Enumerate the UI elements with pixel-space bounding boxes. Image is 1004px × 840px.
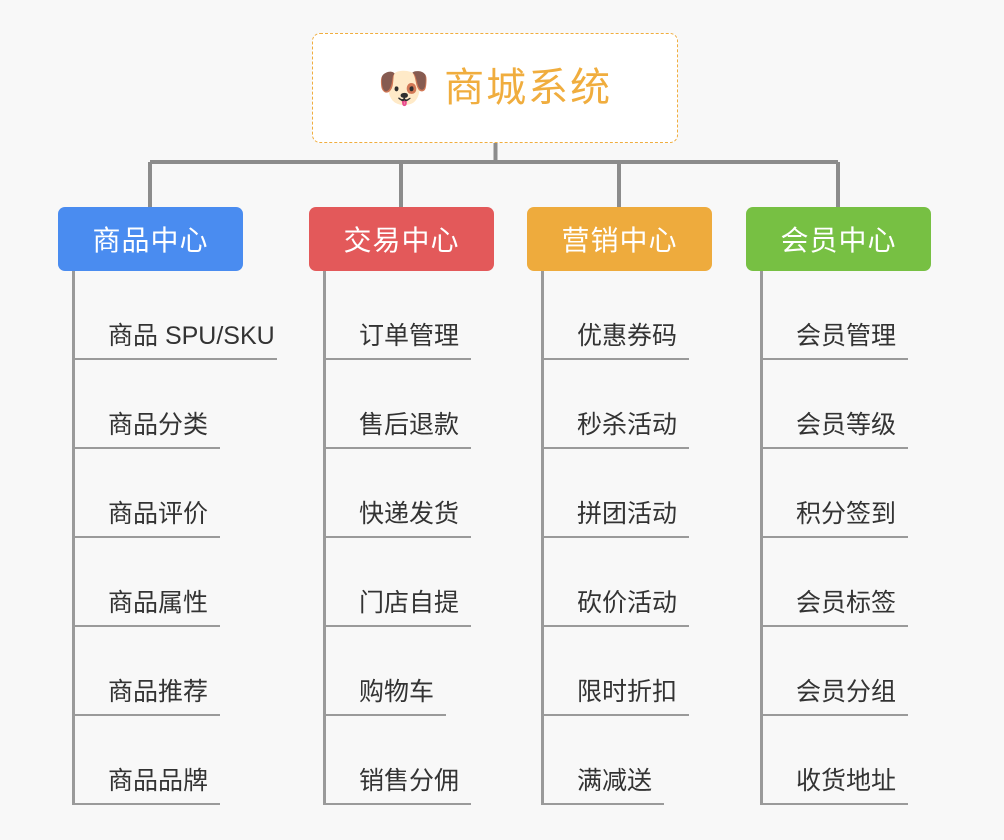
branch-header-products[interactable]: 商品中心	[58, 207, 243, 271]
dog-face-icon: 🐶	[377, 64, 431, 111]
list-item[interactable]: 秒杀活动	[541, 360, 712, 449]
list-item[interactable]: 商品分类	[72, 360, 289, 449]
leaf-label: 商品品牌	[108, 767, 209, 795]
list-item[interactable]: 拼团活动	[541, 449, 712, 538]
leaf-label: 满减送	[577, 767, 653, 795]
list-item[interactable]: 商品 SPU/SKU	[72, 271, 289, 360]
list-item[interactable]: 商品推荐	[72, 627, 289, 716]
list-item[interactable]: 订单管理	[323, 271, 494, 360]
leaf-label: 限时折扣	[577, 678, 678, 706]
list-item[interactable]: 会员分组	[760, 627, 931, 716]
leaf-underline	[760, 803, 908, 805]
leaf-label: 销售分佣	[359, 767, 460, 795]
leaf-underline	[72, 714, 220, 716]
list-item[interactable]: 会员等级	[760, 360, 931, 449]
leaf-label: 售后退款	[359, 411, 460, 439]
branch-label-products: 商品中心	[92, 225, 209, 256]
leaf-label: 收货地址	[796, 767, 897, 795]
branch-products: 商品中心 商品 SPU/SKU 商品分类 商品评价 商品属性 商品推荐	[58, 207, 289, 805]
leaf-underline	[541, 447, 689, 449]
leaf-label: 会员等级	[796, 411, 897, 439]
leaf-underline	[72, 447, 220, 449]
leaf-label: 积分签到	[796, 500, 897, 528]
leaf-label: 秒杀活动	[577, 411, 678, 439]
leaf-underline	[323, 358, 471, 360]
leaf-underline	[72, 625, 220, 627]
leaf-underline	[323, 714, 446, 716]
leaf-underline	[541, 803, 664, 805]
branch-items-member: 会员管理 会员等级 积分签到 会员标签 会员分组 收货地址	[746, 271, 931, 805]
list-item[interactable]: 购物车	[323, 627, 494, 716]
branch-spine	[72, 271, 75, 805]
branch-header-trade[interactable]: 交易中心	[309, 207, 494, 271]
branch-items-marketing: 优惠券码 秒杀活动 拼团活动 砍价活动 限时折扣 满减送	[527, 271, 712, 805]
root-title: 商城系统	[444, 66, 613, 110]
list-item[interactable]: 商品评价	[72, 449, 289, 538]
list-item[interactable]: 快递发货	[323, 449, 494, 538]
list-item[interactable]: 限时折扣	[541, 627, 712, 716]
leaf-label: 商品 SPU/SKU	[108, 322, 275, 350]
leaf-label: 订单管理	[359, 322, 460, 350]
branch-label-trade: 交易中心	[343, 225, 460, 256]
leaf-underline	[323, 447, 471, 449]
leaf-underline	[760, 447, 908, 449]
leaf-label: 砍价活动	[577, 589, 678, 617]
list-item[interactable]: 优惠券码	[541, 271, 712, 360]
leaf-label: 会员管理	[796, 322, 897, 350]
branch-label-member: 会员中心	[780, 225, 897, 256]
list-item[interactable]: 商品属性	[72, 538, 289, 627]
leaf-label: 商品推荐	[108, 678, 209, 706]
leaf-underline	[760, 714, 908, 716]
list-item[interactable]: 收货地址	[760, 716, 931, 805]
list-item[interactable]: 会员管理	[760, 271, 931, 360]
branch-marketing: 营销中心 优惠券码 秒杀活动 拼团活动 砍价活动 限时折扣	[527, 207, 712, 805]
leaf-label: 会员标签	[796, 589, 897, 617]
branch-items-trade: 订单管理 售后退款 快递发货 门店自提 购物车 销售分佣	[309, 271, 494, 805]
leaf-underline	[323, 803, 471, 805]
branch-header-marketing[interactable]: 营销中心	[527, 207, 712, 271]
leaf-underline	[72, 358, 277, 360]
root-node[interactable]: 🐶 商城系统	[312, 33, 678, 143]
list-item[interactable]: 满减送	[541, 716, 712, 805]
leaf-label: 商品评价	[108, 500, 209, 528]
list-item[interactable]: 积分签到	[760, 449, 931, 538]
branch-trade: 交易中心 订单管理 售后退款 快递发货 门店自提 购物车	[309, 207, 494, 805]
list-item[interactable]: 销售分佣	[323, 716, 494, 805]
branch-items-products: 商品 SPU/SKU 商品分类 商品评价 商品属性 商品推荐 商品品牌	[58, 271, 289, 805]
list-item[interactable]: 会员标签	[760, 538, 931, 627]
leaf-underline	[760, 358, 908, 360]
leaf-underline	[760, 536, 908, 538]
leaf-underline	[323, 536, 471, 538]
leaf-label: 会员分组	[796, 678, 897, 706]
leaf-underline	[323, 625, 471, 627]
leaf-label: 购物车	[359, 678, 435, 706]
leaf-underline	[541, 536, 689, 538]
branch-header-member[interactable]: 会员中心	[746, 207, 931, 271]
leaf-label: 商品属性	[108, 589, 209, 617]
branch-spine	[323, 271, 326, 805]
leaf-label: 商品分类	[108, 411, 209, 439]
branch-member: 会员中心 会员管理 会员等级 积分签到 会员标签 会员分组	[746, 207, 931, 805]
list-item[interactable]: 商品品牌	[72, 716, 289, 805]
leaf-label: 优惠券码	[577, 322, 678, 350]
branch-label-marketing: 营销中心	[561, 225, 678, 256]
list-item[interactable]: 售后退款	[323, 360, 494, 449]
leaf-underline	[72, 803, 220, 805]
leaf-label: 快递发货	[359, 500, 460, 528]
list-item[interactable]: 门店自提	[323, 538, 494, 627]
leaf-underline	[541, 358, 689, 360]
leaf-label: 拼团活动	[577, 500, 678, 528]
leaf-underline	[72, 536, 220, 538]
leaf-underline	[760, 625, 908, 627]
leaf-label: 门店自提	[359, 589, 460, 617]
leaf-underline	[541, 714, 689, 716]
list-item[interactable]: 砍价活动	[541, 538, 712, 627]
leaf-underline	[541, 625, 689, 627]
branch-spine	[760, 271, 763, 805]
branch-spine	[541, 271, 544, 805]
